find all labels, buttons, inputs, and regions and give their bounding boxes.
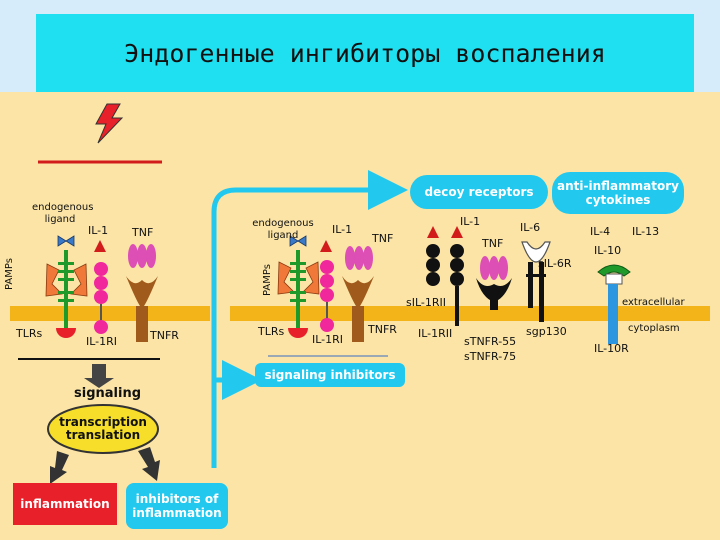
label-stnfr55: sTNFR-55	[464, 335, 517, 348]
tlr-receptor-left	[56, 250, 76, 338]
label-il13: IL-13	[632, 225, 660, 238]
label-tnfr-right: TNFR	[368, 323, 397, 336]
label-signaling-inhibitors: signaling inhibitors	[264, 368, 396, 382]
il6-ligand	[521, 241, 551, 263]
decoy-tnf-trimer	[480, 256, 508, 280]
label-tlrs-right: TLRs	[258, 325, 285, 338]
il1-ligand-right	[320, 240, 332, 252]
signaling-inhibitors-box: signaling inhibitors	[255, 363, 405, 387]
il10r-receptor	[605, 273, 623, 344]
label-stnfr75: sTNFR-75	[464, 350, 517, 363]
stnfr-receptor	[476, 278, 512, 310]
label-anti-inflammatory-cytokines: anti-inflammatory cytokines	[557, 179, 679, 207]
il1rii-receptor-membrane	[450, 244, 464, 326]
label-endogenous-ligand-right: endogenous ligand	[252, 218, 314, 241]
label-cytoplasm: cytoplasm	[628, 323, 680, 334]
decoy-receptors-box: decoy receptors	[410, 175, 548, 209]
label-tnf-left: TNF	[132, 226, 154, 239]
label-il1-right: IL-1	[332, 223, 353, 236]
il1rii-receptor-soluble	[426, 244, 440, 286]
label-decoy-tnf: TNF	[482, 237, 504, 250]
transcription-ellipse	[47, 404, 159, 454]
ligand-icon-right	[289, 235, 307, 247]
anti-inflammatory-cytokines-box: anti-inflammatory cytokines	[552, 172, 684, 214]
label-decoy-il1: IL-1	[460, 215, 481, 228]
down-arrow-inflammation	[50, 451, 69, 484]
inhibitors-of-inflammation-box: inhibitors of inflammation	[126, 483, 228, 529]
label-tlrs-left: TLRs	[16, 327, 43, 340]
il1ri-receptor-right	[320, 260, 334, 332]
label-transcription-translation: transcription translation	[59, 415, 147, 442]
label-il1ri-left: IL-1RI	[86, 335, 118, 348]
tnfr-receptor-right	[342, 276, 374, 342]
label-extracellular: extracellular	[622, 297, 685, 308]
tnfr-receptor-left	[126, 276, 158, 342]
label-inflammation: inflammation	[20, 497, 110, 511]
label-inhibitors-of-inflammation: inhibitors of inflammation	[132, 492, 222, 520]
label-il1rii: IL-1RII	[418, 327, 453, 340]
label-sil1rii: sIL-1RII	[406, 296, 447, 309]
label-tnf-right: TNF	[372, 232, 394, 245]
down-arrow-inhibitors	[138, 447, 160, 481]
ligand-icon-left	[57, 235, 75, 247]
label-il10r: IL-10R	[594, 342, 629, 355]
arrow-to-signaling-inhibitors	[211, 360, 262, 468]
lightning-icon	[95, 103, 124, 144]
label-tnfr-left: TNFR	[150, 329, 179, 342]
title-bar: Эндогенные ингибиторы воспаления	[36, 14, 694, 92]
label-il1ri-right: IL-1RI	[312, 333, 344, 346]
label-decoy-receptors: decoy receptors	[424, 185, 534, 199]
down-arrow-signaling	[84, 364, 114, 388]
il1-ligand-left	[94, 240, 106, 252]
tnf-trimer-left	[128, 244, 156, 268]
il10-ligand	[597, 264, 631, 277]
page-title: Эндогенные ингибиторы воспаления	[124, 38, 606, 68]
il1ri-receptor-left	[94, 262, 108, 334]
label-pamps-right: PAMPs	[262, 264, 273, 296]
tlr-receptor-right	[288, 250, 308, 338]
label-il6: IL-6	[520, 221, 541, 234]
label-il10: IL-10	[594, 244, 622, 257]
label-il4: IL-4	[590, 225, 611, 238]
label-il1-left: IL-1	[88, 224, 109, 237]
label-pamps-left: PAMPs	[4, 258, 15, 290]
sil6r-gp130-receptor	[526, 262, 546, 322]
label-signaling: signaling	[74, 386, 141, 401]
tnf-trimer-right	[345, 246, 373, 270]
label-sgp130: sgp130	[526, 325, 567, 338]
label-endogenous-ligand-left: endogenous ligand	[32, 202, 94, 225]
membrane-right	[230, 306, 710, 321]
membrane-left	[10, 306, 210, 321]
label-sil6r: sIL-6R	[538, 257, 572, 270]
arrow-to-decoy-receptors	[211, 170, 408, 468]
decoy-il1-ligands	[427, 226, 463, 238]
inflammation-box: inflammation	[13, 483, 117, 525]
